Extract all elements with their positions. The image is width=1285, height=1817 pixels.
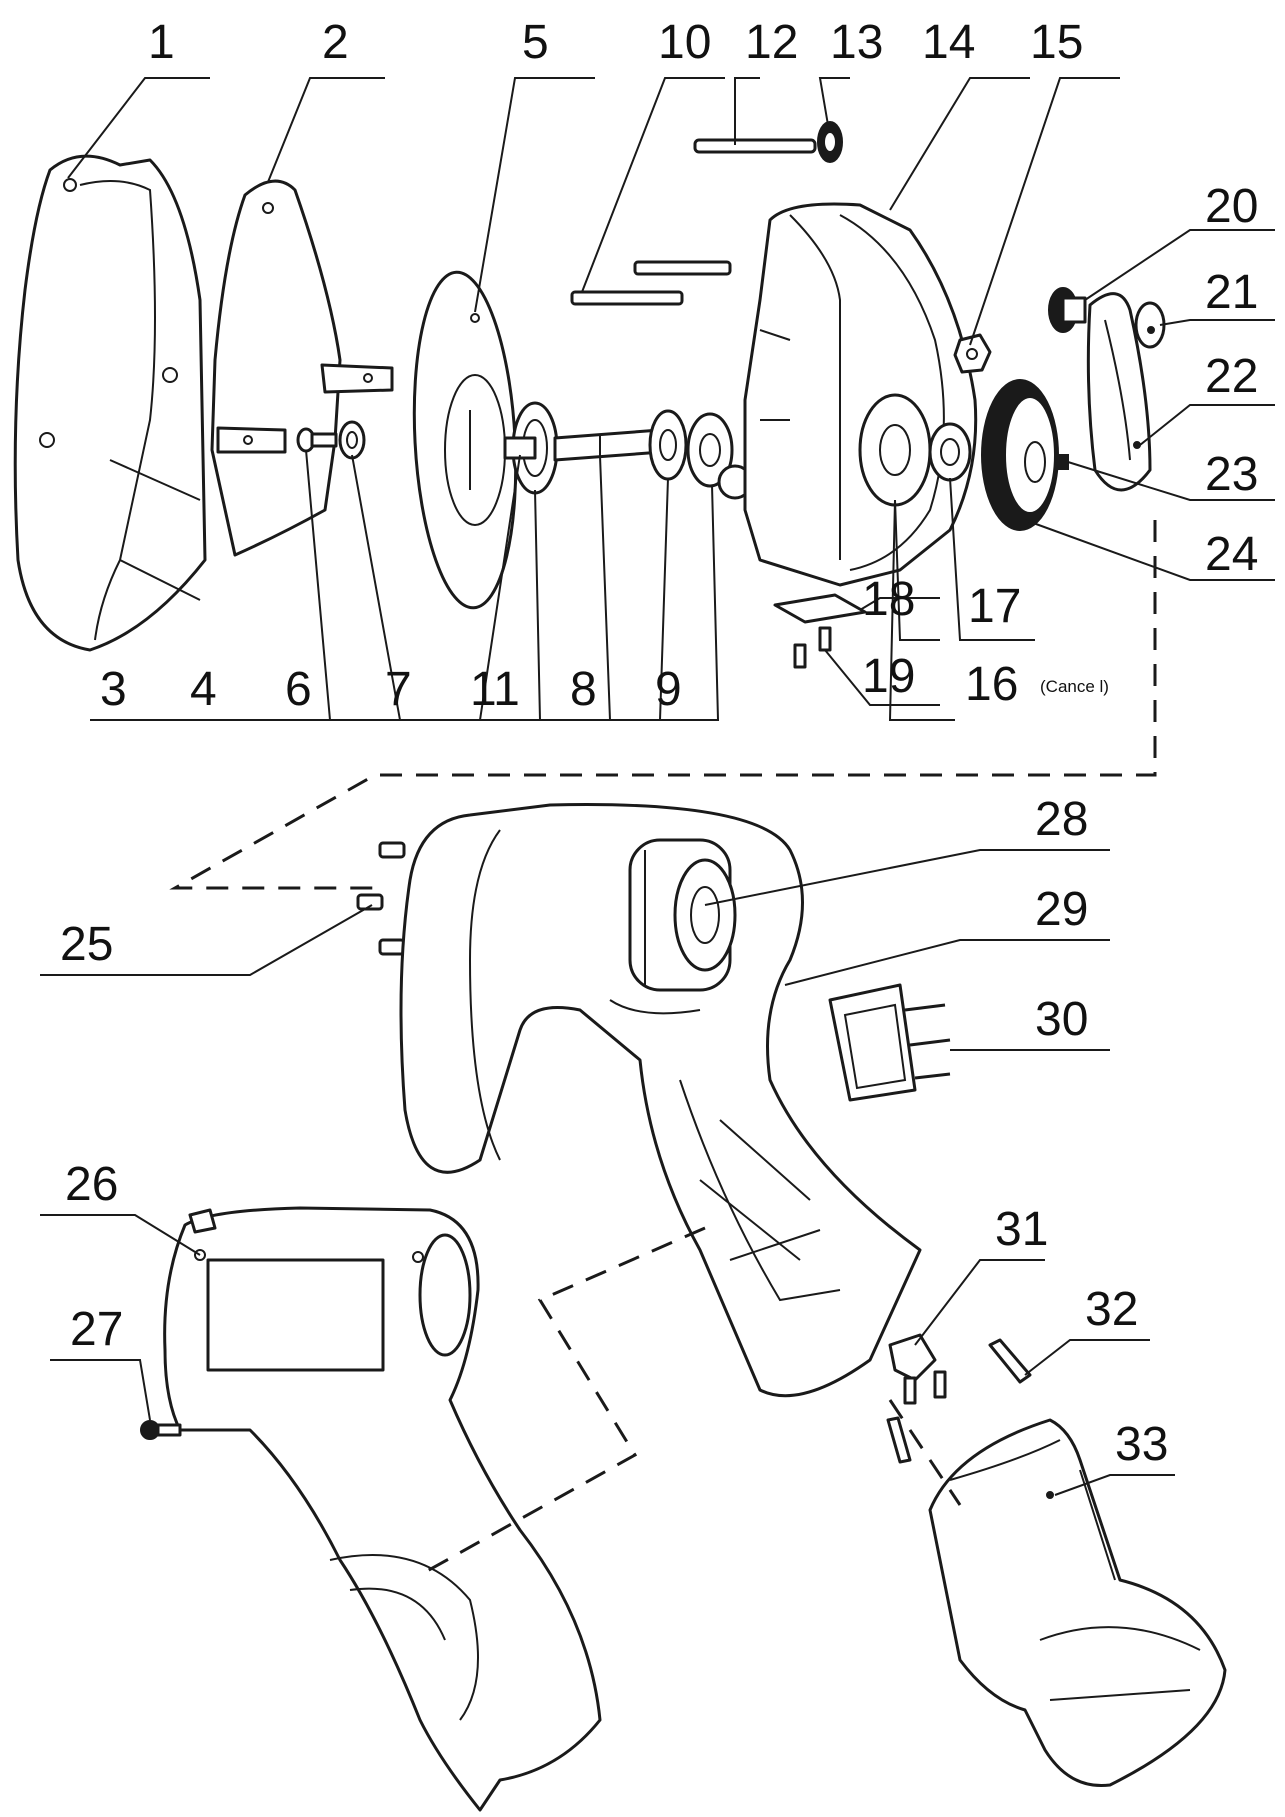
label-32: 32 bbox=[1085, 1283, 1138, 1336]
part-33-battery-pack bbox=[928, 1418, 1227, 1788]
label-10: 10 bbox=[658, 16, 711, 69]
label-1: 1 bbox=[148, 16, 175, 69]
part-22-drive-belt bbox=[1086, 292, 1152, 492]
part-17-bearing-ring bbox=[928, 422, 972, 482]
label-16-note: (Cance l) bbox=[1040, 677, 1109, 696]
label-25: 25 bbox=[60, 918, 113, 971]
label-28: 28 bbox=[1035, 793, 1088, 846]
label-27: 27 bbox=[70, 1303, 123, 1356]
part-32b-contact bbox=[886, 1416, 912, 1464]
label-23: 23 bbox=[1205, 448, 1258, 501]
label-5: 5 bbox=[522, 16, 549, 69]
assembly-line-upper bbox=[169, 520, 1157, 890]
label-7: 7 bbox=[385, 663, 412, 716]
part-2-back-plate bbox=[210, 179, 394, 557]
part-27-screw bbox=[140, 1420, 182, 1440]
label-11: 11 bbox=[470, 663, 520, 716]
part-19-screws bbox=[793, 626, 832, 669]
part-29-right-housing bbox=[399, 803, 922, 1398]
label-14: 14 bbox=[922, 16, 975, 69]
label-22: 22 bbox=[1205, 350, 1258, 403]
part-31-terminal bbox=[888, 1333, 947, 1405]
part-30-switch bbox=[828, 983, 951, 1102]
label-18: 18 bbox=[862, 573, 915, 626]
part-25-screws bbox=[356, 841, 406, 956]
label-9: 9 bbox=[655, 663, 682, 716]
part-26-left-housing bbox=[163, 1206, 602, 1812]
part-15-nut bbox=[953, 333, 992, 374]
label-15: 15 bbox=[1030, 16, 1083, 69]
leader-lines bbox=[40, 77, 1275, 1496]
label-3: 3 bbox=[100, 663, 127, 716]
part-13-small-gear bbox=[817, 121, 843, 163]
label-20: 20 bbox=[1205, 180, 1258, 233]
label-26: 26 bbox=[65, 1158, 118, 1211]
label-6: 6 bbox=[285, 663, 312, 716]
part-32-contact bbox=[988, 1338, 1032, 1384]
part-8-bearing bbox=[648, 409, 688, 481]
part-14-gearbox-housing bbox=[743, 202, 978, 587]
label-30: 30 bbox=[1035, 993, 1088, 1046]
label-17: 17 bbox=[968, 580, 1021, 633]
label-29: 29 bbox=[1035, 883, 1088, 936]
assembly-line-battery bbox=[888, 1399, 962, 1506]
part-20-drive-pulley bbox=[1048, 287, 1087, 333]
part-21-washer bbox=[1134, 301, 1166, 349]
part-23-pin bbox=[1057, 454, 1069, 470]
part-10-bolt bbox=[570, 260, 732, 306]
label-16: 16 bbox=[965, 658, 1018, 711]
label-2: 2 bbox=[322, 16, 349, 69]
label-13: 13 bbox=[830, 16, 883, 69]
part-4-washer bbox=[338, 420, 366, 460]
part-11-shaft bbox=[553, 428, 664, 462]
label-24: 24 bbox=[1205, 528, 1258, 581]
part-24-large-gear bbox=[981, 379, 1059, 531]
part-number-labels: 1 2 5 10 12 13 14 15 20 21 22 23 24 3 4 … bbox=[60, 16, 1258, 1471]
label-19: 19 bbox=[862, 650, 915, 703]
label-12: 12 bbox=[745, 16, 798, 69]
part-28-motor bbox=[628, 838, 737, 992]
label-8: 8 bbox=[570, 663, 597, 716]
label-4: 4 bbox=[190, 663, 217, 716]
label-21: 21 bbox=[1205, 266, 1258, 319]
part-1-guard-cover bbox=[13, 154, 207, 652]
part-18-clamp-plate bbox=[773, 593, 867, 624]
label-33: 33 bbox=[1115, 1418, 1168, 1471]
part-3-screw bbox=[296, 427, 338, 453]
part-12-pin bbox=[693, 138, 817, 154]
part-9-bearing bbox=[686, 412, 753, 500]
label-31: 31 bbox=[995, 1203, 1048, 1256]
assembly-line-lower bbox=[419, 1226, 706, 1577]
